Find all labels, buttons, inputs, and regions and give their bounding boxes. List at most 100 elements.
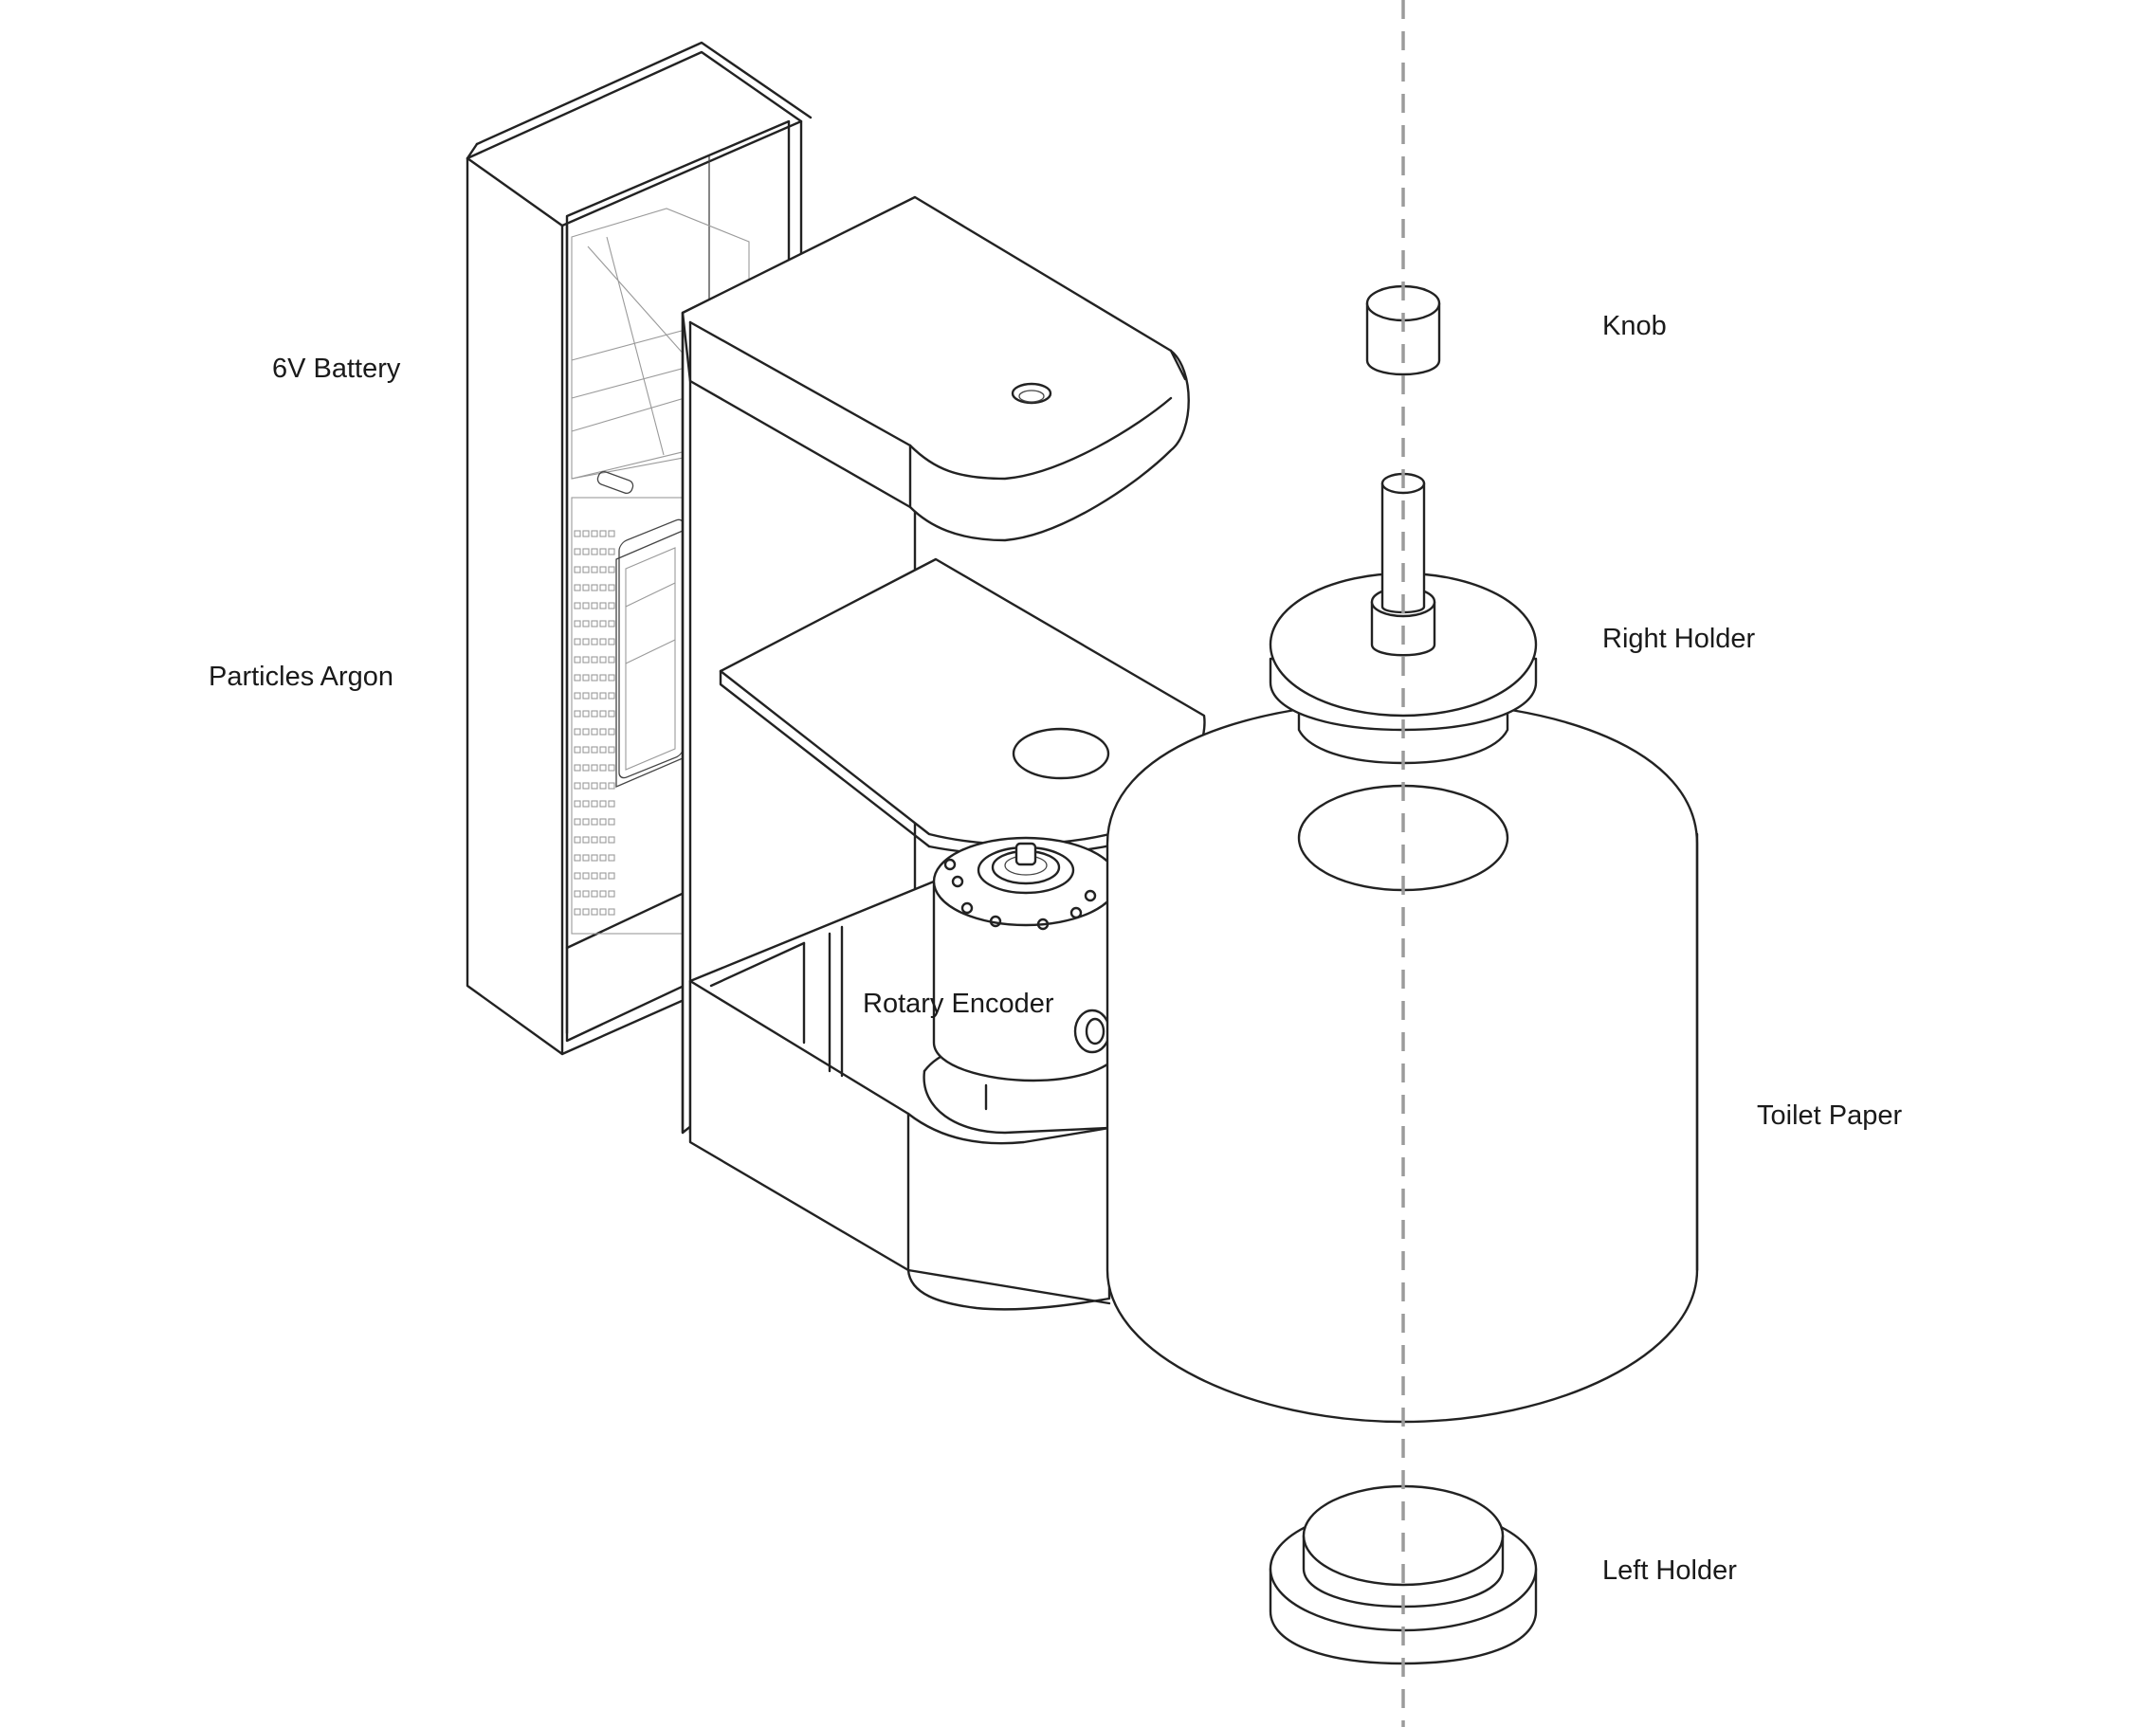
board-pin: [608, 620, 615, 627]
board-pin: [582, 530, 590, 537]
board-pin: [591, 674, 598, 682]
board-pin: [608, 782, 615, 790]
board-pin: [574, 710, 581, 718]
board-pin: [582, 692, 590, 700]
board-pin: [608, 710, 615, 718]
board-pin: [599, 620, 607, 627]
board-pin: [574, 728, 581, 736]
board-pin: [599, 782, 607, 790]
board-pin: [599, 638, 607, 645]
board-pin: [608, 872, 615, 880]
board-pin: [582, 908, 590, 916]
board-pin: [608, 692, 615, 700]
board-pin: [591, 566, 598, 573]
label-knob: Knob: [1602, 311, 1667, 341]
board-pin: [574, 530, 581, 537]
board-pin: [608, 728, 615, 736]
board-pin: [582, 854, 590, 862]
board-pin: [608, 854, 615, 862]
board-pin: [574, 692, 581, 700]
board-pin: [582, 890, 590, 898]
board-pin: [608, 584, 615, 591]
toilet-paper-roll: [1105, 700, 1699, 1424]
board-pin: [582, 872, 590, 880]
board-pin: [574, 782, 581, 790]
board-pin: [599, 854, 607, 862]
board-pin: [591, 782, 598, 790]
board-pin: [608, 548, 615, 555]
board-pin: [599, 548, 607, 555]
board-pin: [591, 818, 598, 826]
board-pin: [582, 800, 590, 808]
board-pin: [582, 710, 590, 718]
board-pin: [582, 764, 590, 772]
board-pin: [608, 746, 615, 754]
board-pin: [608, 836, 615, 844]
board-pin: [608, 674, 615, 682]
board-pin: [582, 620, 590, 627]
board-pin: [591, 854, 598, 862]
board-pin: [591, 746, 598, 754]
board-pin: [591, 548, 598, 555]
board-pin: [599, 584, 607, 591]
board-pin: [608, 908, 615, 916]
board-pin: [574, 764, 581, 772]
board-pin: [582, 548, 590, 555]
board-pin: [574, 872, 581, 880]
board-pin: [574, 836, 581, 844]
board-pin: [574, 674, 581, 682]
board-pin: [574, 800, 581, 808]
board-pin: [591, 710, 598, 718]
board-pin: [574, 638, 581, 645]
board-pin: [582, 674, 590, 682]
board-pin: [582, 656, 590, 664]
board-pin: [599, 890, 607, 898]
board-pin: [591, 602, 598, 609]
board-pin: [599, 692, 607, 700]
board-pin: [574, 908, 581, 916]
board-pin: [608, 530, 615, 537]
board-pin: [608, 818, 615, 826]
board-pin: [582, 638, 590, 645]
board-pin: [591, 620, 598, 627]
board-pin: [591, 584, 598, 591]
board-pin: [591, 800, 598, 808]
board-pin: [574, 620, 581, 627]
board-pin: [591, 692, 598, 700]
board-pin: [599, 746, 607, 754]
board-pin: [574, 854, 581, 862]
board-pin: [608, 566, 615, 573]
board-pin: [574, 746, 581, 754]
board-pin: [599, 566, 607, 573]
board-pin: [574, 584, 581, 591]
board-pin: [574, 656, 581, 664]
knob: [1365, 284, 1441, 376]
label-particles-argon: Particles Argon: [209, 662, 394, 692]
board-pin: [574, 890, 581, 898]
board-pin: [591, 764, 598, 772]
board-pin: [599, 602, 607, 609]
board-pin: [608, 800, 615, 808]
board-pin: [599, 836, 607, 844]
board-pin: [591, 836, 598, 844]
board-pin: [599, 656, 607, 664]
board-pin: [608, 638, 615, 645]
board-pin: [599, 800, 607, 808]
board-pin: [599, 530, 607, 537]
board-pin: [591, 530, 598, 537]
board-pin: [599, 764, 607, 772]
board-pin: [599, 908, 607, 916]
label-left-holder: Left Holder: [1602, 1555, 1737, 1586]
label-toilet-paper: Toilet Paper: [1757, 1100, 1903, 1131]
board-pin: [582, 782, 590, 790]
board-pin: [599, 818, 607, 826]
board-pin: [574, 602, 581, 609]
board-pin: [591, 872, 598, 880]
board-pin: [608, 764, 615, 772]
board-pin: [582, 566, 590, 573]
board-pin: [608, 890, 615, 898]
board-pin: [582, 728, 590, 736]
board-pin: [599, 674, 607, 682]
